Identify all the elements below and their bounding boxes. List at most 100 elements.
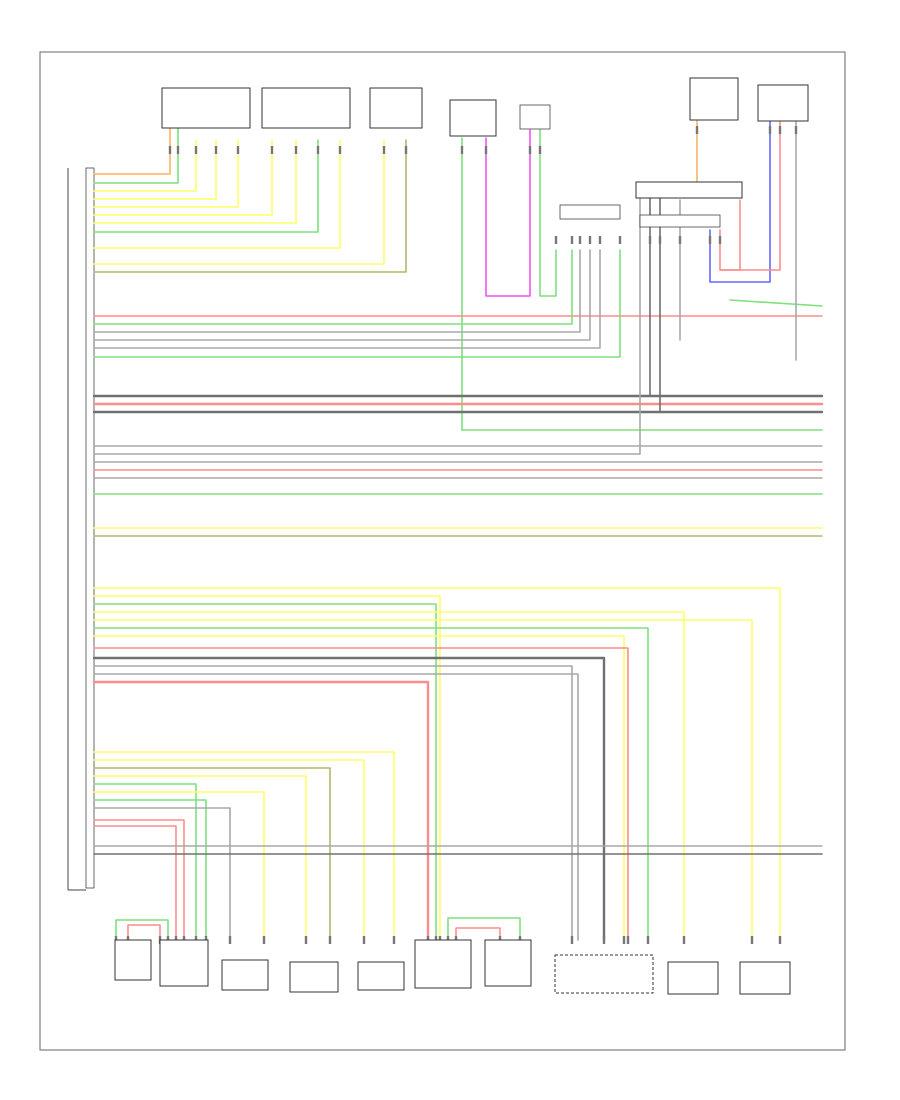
component-side-sensor-right [357,961,405,991]
terminal-pin [646,936,650,944]
terminal-pin [316,146,320,154]
component-side-sensor-left [484,939,532,987]
wire-darkgray-50 [92,656,606,942]
terminal-pin [708,236,712,244]
component-rear-connector [757,84,809,122]
terminal-pin [270,146,274,154]
terminal-pin [718,236,722,244]
terminal-pin [618,236,622,244]
wire-green-14 [539,129,557,297]
terminal-pin [570,236,574,244]
component-curtain-airbag-left [739,961,791,995]
terminal-pin [622,936,626,944]
terminal-pin [570,936,574,944]
wire-yellow-5 [93,139,239,208]
wire-olive-11 [93,139,407,273]
terminal-pin [778,936,782,944]
wire-red-62 [93,819,185,941]
wire-green-21 [729,299,823,307]
wire-red-53 [92,680,430,942]
wire-magenta-13 [485,129,531,297]
terminal-pin [750,936,754,944]
wire-yellow-43 [93,595,441,941]
wire-green-44 [93,603,437,941]
terminal-pin [214,146,218,154]
component-front-seat-airbag-left [414,939,472,989]
wire-green-69 [447,917,521,941]
wire-green-58 [93,783,197,941]
component-clock-spring [369,87,423,129]
component-junction-block [635,181,743,199]
terminal-pin [682,936,686,944]
wire-blue-37 [709,119,771,283]
terminal-pin [598,236,602,244]
terminal-pin [658,236,662,244]
wire-red-66 [127,924,161,941]
terminal-pin [602,936,606,944]
wire-yellow-7 [93,139,297,224]
wire-green-8 [93,139,319,233]
wire-red-49 [93,647,629,941]
terminal-pin [538,146,542,154]
terminal-pin [554,236,558,244]
wire-harness [92,119,824,944]
component-curtain-airbag-right [221,959,269,991]
wire-yellow-9 [93,139,341,249]
component-seat-position-sensor [449,99,497,137]
terminal-pin [695,126,699,134]
wire-yellow-54 [93,751,395,941]
component-airbag-module-connector [261,87,351,129]
component-center-junction [639,214,721,228]
diagram-frame [39,51,846,1051]
wire-red-36 [719,199,741,271]
wire-gray-27 [93,194,641,455]
wire-green-16 [93,249,573,325]
terminal-pin [328,936,332,944]
component-rear-side-airbag-right [289,961,339,993]
wire-red-68 [455,927,501,941]
component-front-seat-airbag-right [159,939,209,987]
terminal-pin [176,146,180,154]
terminal-pin [236,146,240,154]
terminal-pin [404,146,408,154]
terminal-pin [262,936,266,944]
terminal-pin [294,146,298,154]
component-passenger-occupant-sensor [554,954,654,994]
wire-gray-61 [93,807,231,941]
terminal-pin [778,126,782,134]
terminal-pin [304,936,308,944]
wire-yellow-3 [93,139,197,192]
ecu-connector [67,167,95,891]
wire-green-60 [93,799,207,941]
wire-yellow-46 [93,619,753,941]
terminal-pin [382,146,386,154]
wire-gray-19 [93,249,601,349]
terminal-pin [194,146,198,154]
terminal-pin [228,936,232,944]
wire-gray-17 [93,249,581,333]
top-components [161,77,809,228]
wire-yellow-59 [93,791,265,941]
wire-orange-1 [93,127,171,175]
wire-green-20 [93,249,621,358]
wire-yellow-6 [93,139,273,216]
component-front-seat-belt-switch [161,87,251,129]
component-junction-connector [559,204,621,220]
terminal-pin [578,236,582,244]
wire-yellow-57 [93,775,307,941]
wire-yellow-48 [93,635,625,941]
terminal-pin [768,126,772,134]
wire-olive-56 [93,767,331,941]
wire-green-67 [115,919,169,941]
terminal-pin [460,146,464,154]
wire-yellow-45 [93,611,685,941]
wire-yellow-42 [93,587,781,941]
terminal-pin [588,236,592,244]
terminal-pin [648,236,652,244]
terminal-pin [528,146,532,154]
wire-red-63 [93,825,177,941]
wire-gray-52 [93,673,579,941]
wire-yellow-55 [93,759,365,941]
terminal-pin [392,936,396,944]
